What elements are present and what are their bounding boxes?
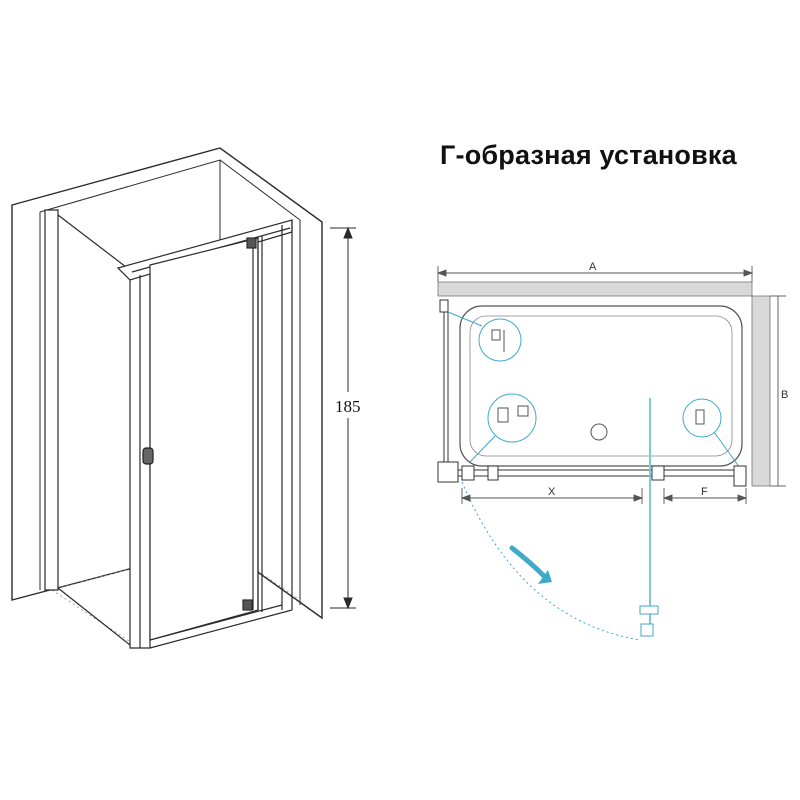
- dimension-b-label: B: [781, 389, 788, 401]
- detail-circle-middle: [469, 393, 537, 463]
- dimension-f-label: F: [701, 486, 708, 498]
- drain-icon: [590, 423, 608, 441]
- detail-circle-top-left: [447, 311, 522, 362]
- top-hinge: [246, 237, 257, 249]
- door-swing-arc: [461, 481, 641, 641]
- front-rail: [458, 465, 747, 487]
- plan-right-wall: [751, 295, 771, 487]
- door-panel: [149, 236, 263, 641]
- diagram-title: Г-образная установка: [440, 140, 737, 170]
- door-handle: [142, 447, 154, 465]
- dimension-f-line: [662, 488, 748, 504]
- dimension-a-line: [436, 266, 754, 282]
- bottom-hinge: [242, 599, 253, 611]
- dimension-b-line: [770, 295, 786, 487]
- shower-tray: [459, 305, 743, 467]
- open-door-hardware: [639, 605, 659, 637]
- dimension-x-label: X: [548, 486, 556, 498]
- shower-floor: [51, 544, 301, 646]
- dimension-x-line: [460, 488, 644, 504]
- plan-side-panel: [437, 299, 459, 483]
- plan-view: A B: [436, 261, 788, 641]
- plan-back-wall: [437, 281, 753, 297]
- dimension-a-label: A: [589, 261, 597, 273]
- height-dimension-label: 185: [335, 397, 361, 416]
- swing-direction-arrow: [509, 545, 552, 584]
- detail-circle-right: [682, 398, 741, 469]
- isometric-shower-view: [11, 147, 323, 649]
